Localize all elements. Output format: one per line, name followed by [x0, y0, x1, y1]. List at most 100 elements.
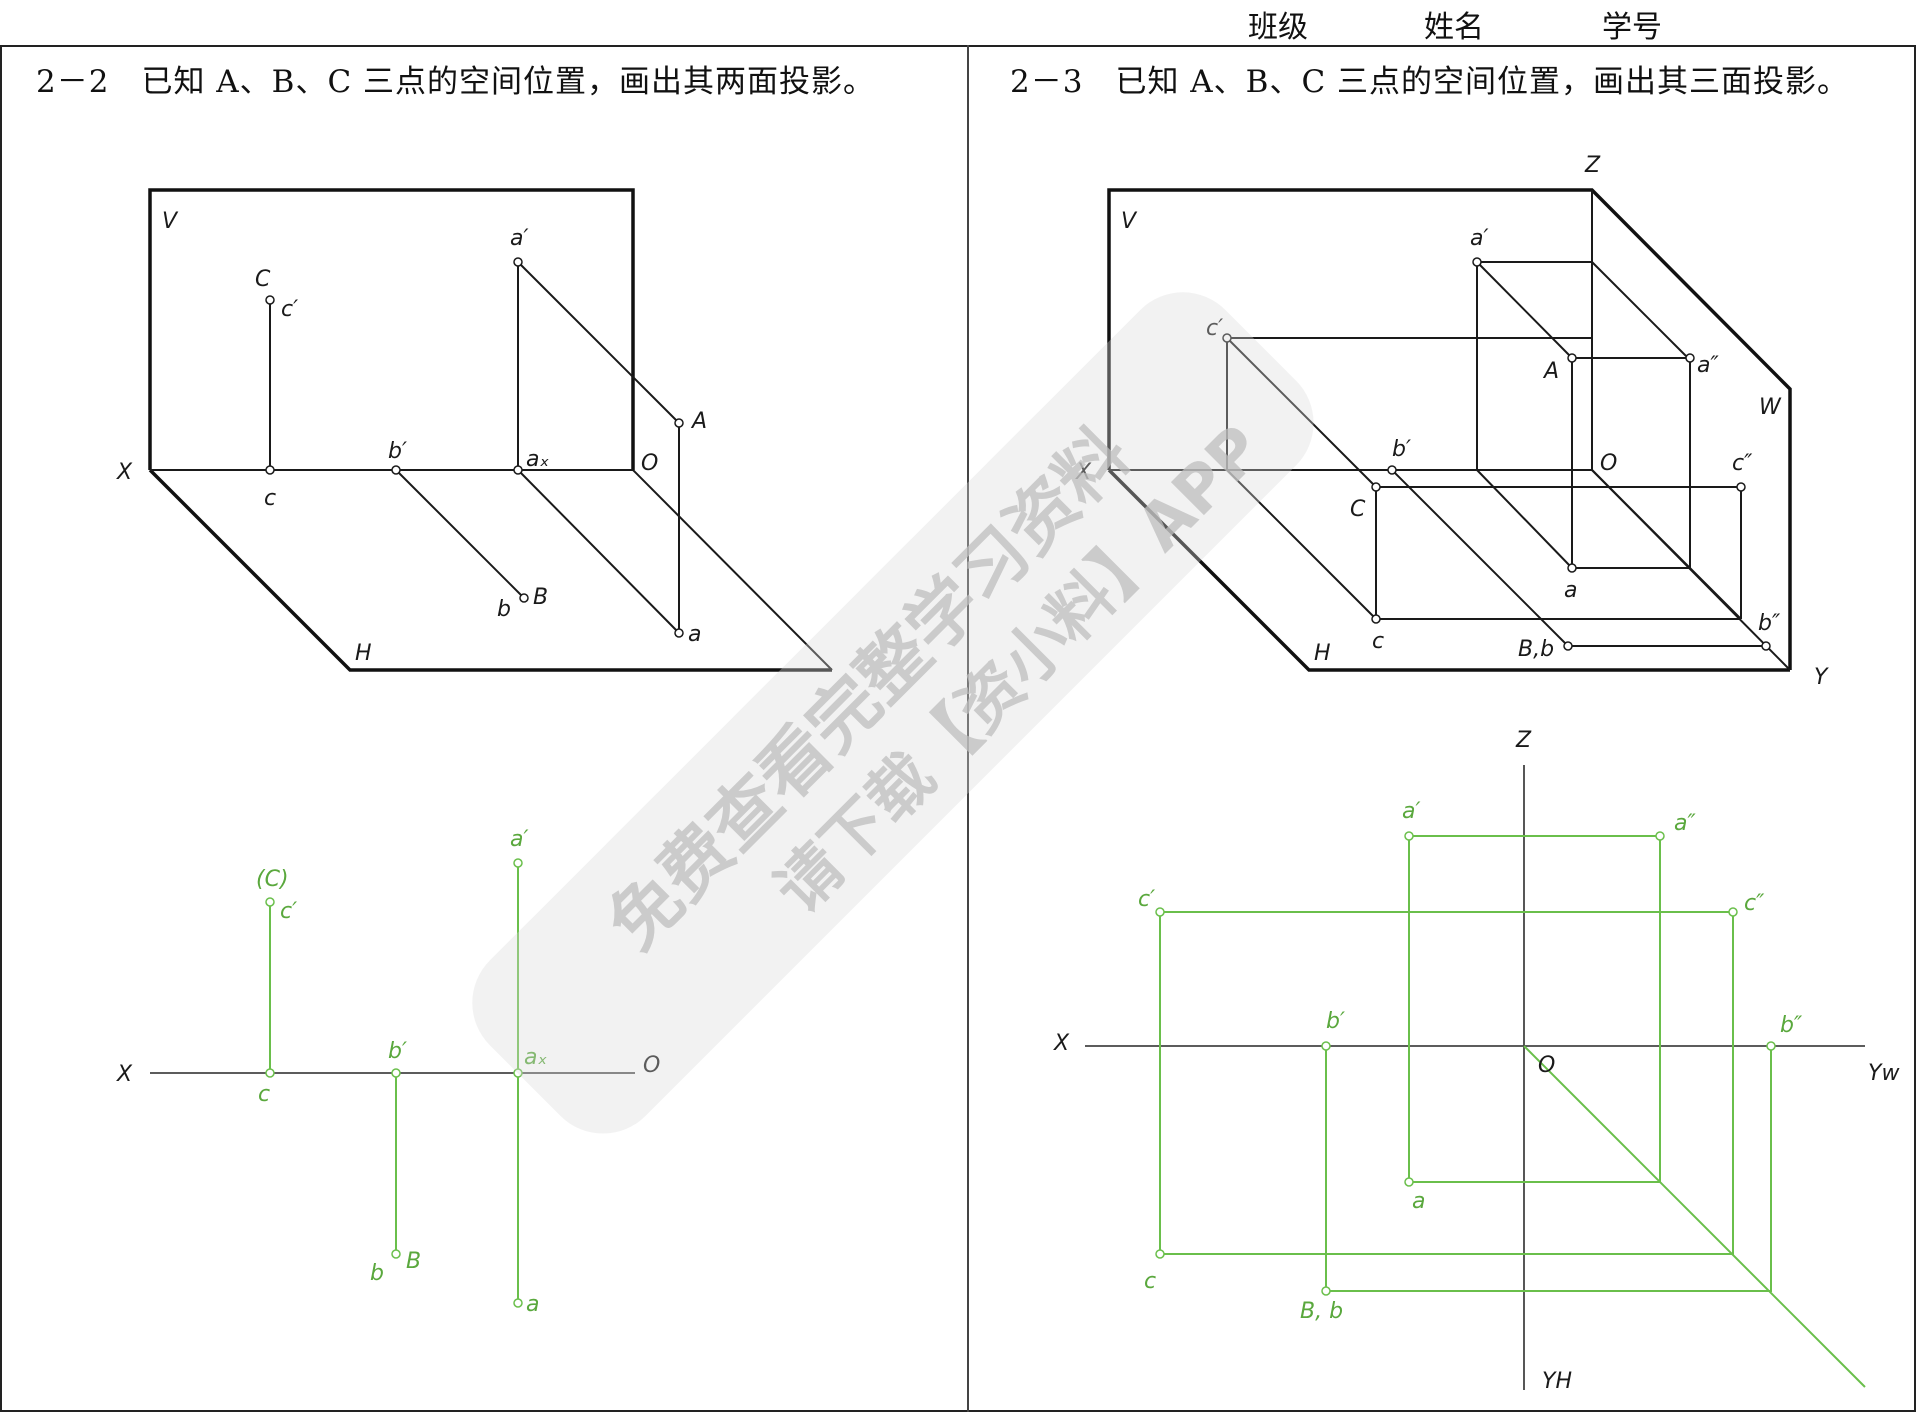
right-point-c: [1371, 614, 1381, 624]
right-c-diag: [1226, 337, 1377, 488]
left-point-A: [674, 418, 684, 428]
label2d-c-prime: c′: [280, 899, 297, 924]
right-c-diag2: [1226, 469, 1377, 620]
left2d-point-c-prime: [265, 897, 275, 907]
r2label-Z: Z: [1515, 728, 1532, 753]
right2d-point-Bb: [1321, 1286, 1331, 1296]
r2label-a-prime: a′: [1402, 799, 1420, 824]
left-point-a: [674, 628, 684, 638]
label2d-b-prime: b′: [388, 1039, 407, 1064]
worksheet-frame: [0, 45, 1916, 1412]
problem-2-2-title: 2－2 已知 A、B、C 三点的空间位置，画出其两面投影。: [36, 64, 876, 100]
rlabel-A: A: [1542, 359, 1559, 384]
page-header: 班级 姓名 学号: [0, 0, 1920, 46]
student-id-label: 学号: [1602, 10, 1662, 45]
label2d-O: O: [643, 1053, 660, 1078]
rlabel-c-prime: c′: [1206, 316, 1223, 341]
label2d-B: B: [406, 1249, 421, 1274]
left-point-b-prime: [391, 465, 401, 475]
right2d-point-b-dprime: [1766, 1041, 1776, 1051]
left2d-point-ax: [513, 1068, 523, 1078]
label-O: O: [641, 451, 658, 476]
panel-divider: [967, 45, 969, 1412]
left-h-plane: [148, 468, 832, 672]
right2d-c-box: [1159, 911, 1734, 1255]
right2d-diag: [1523, 1045, 1866, 1388]
right-point-C: [1371, 482, 1381, 492]
right-point-a: [1567, 563, 1577, 573]
label-B: B: [533, 585, 548, 610]
right-w-diag: [1591, 469, 1742, 620]
r2label-O: O: [1538, 1053, 1555, 1078]
left2d-point-b-prime: [391, 1068, 401, 1078]
name-label: 姓名: [1424, 10, 1484, 45]
right2d-a-box: [1408, 835, 1661, 1183]
r2label-Bb: B, b: [1300, 1299, 1343, 1324]
right2d-point-a: [1404, 1177, 1414, 1187]
right-point-a-prime: [1472, 257, 1482, 267]
right2d-point-b-prime: [1321, 1041, 1331, 1051]
r2label-b-dprime: b″: [1780, 1013, 1803, 1038]
rlabel-V: V: [1121, 209, 1138, 234]
right-point-b-dprime: [1761, 641, 1771, 651]
right-point-c-prime: [1222, 333, 1232, 343]
left-v-plane: [148, 188, 635, 470]
right-point-a-dprime: [1685, 353, 1695, 363]
left-a-diag-bottom: [517, 469, 680, 634]
label2d-C-paren: (C): [256, 867, 289, 892]
left-point-ax: [513, 465, 523, 475]
right-vw-planes: [1107, 188, 1792, 670]
left-3d-diagram: V H X O C c′ c a′ A aₓ a b′ b B: [116, 188, 833, 672]
rlabel-a-prime: a′: [1470, 226, 1488, 251]
label2d-b: b: [370, 1261, 384, 1286]
label-X: X: [116, 460, 133, 485]
label2d-a: a: [526, 1292, 539, 1317]
right2d-b-path: [1325, 1046, 1772, 1292]
rlabel-C: C: [1350, 497, 1366, 522]
r2label-c-prime: c′: [1138, 887, 1155, 912]
rlabel-c-dprime: c″: [1732, 451, 1753, 476]
left2d-point-b: [391, 1249, 401, 1259]
r2label-a-dprime: a″: [1674, 811, 1696, 836]
r2label-b-prime: b′: [1326, 1009, 1345, 1034]
rlabel-Bb: B,b: [1518, 637, 1554, 662]
left-a-diag-top: [517, 261, 680, 424]
label-C: C: [255, 267, 271, 292]
left2d-point-c: [265, 1068, 275, 1078]
rlabel-H: H: [1314, 641, 1331, 666]
rlabel-a-dprime: a″: [1697, 353, 1719, 378]
right-a-diag2: [1591, 261, 1691, 361]
right2d-point-c-dprime: [1728, 907, 1738, 917]
rlabel-X: X: [1075, 460, 1092, 485]
label-ax: aₓ: [526, 447, 549, 472]
right-h-plane: [1107, 468, 1790, 672]
right2d-point-c-prime: [1155, 907, 1165, 917]
right-point-A: [1567, 353, 1577, 363]
right-point-c-dprime: [1736, 482, 1746, 492]
r2label-a: a: [1412, 1189, 1425, 1214]
label-H: H: [355, 641, 372, 666]
r2label-X: X: [1053, 1031, 1070, 1056]
label2d-ax: aₓ: [524, 1045, 547, 1070]
left-oy-line: [632, 469, 833, 671]
right2d-point-a-prime: [1404, 831, 1414, 841]
r2label-c: c: [1144, 1269, 1156, 1294]
left2d-point-a: [513, 1298, 523, 1308]
label2d-X: X: [116, 1062, 133, 1087]
right-point-Bb: [1563, 641, 1573, 651]
problem-2-3-title: 2－3 已知 A、B、C 三点的空间位置，画出其三面投影。: [1010, 64, 1850, 100]
right-b-diag: [1391, 469, 1569, 647]
label-A: A: [690, 409, 707, 434]
left-point-B: [519, 593, 529, 603]
rlabel-W: W: [1759, 395, 1782, 420]
label-a: a: [688, 622, 701, 647]
r2label-YW: Yw: [1868, 1061, 1900, 1086]
rlabel-b-dprime: b″: [1758, 611, 1781, 636]
class-label: 班级: [1248, 10, 1308, 45]
left2d-point-a-prime: [513, 858, 523, 868]
r2label-c-dprime: c″: [1744, 891, 1765, 916]
right-3d-diagram: V H W X Y Z O a′ A a″ a c′ C c″ c b′ b″ …: [1075, 153, 1829, 690]
label-V: V: [162, 209, 179, 234]
label-a-prime: a′: [510, 226, 528, 251]
rlabel-Y: Y: [1814, 665, 1829, 690]
